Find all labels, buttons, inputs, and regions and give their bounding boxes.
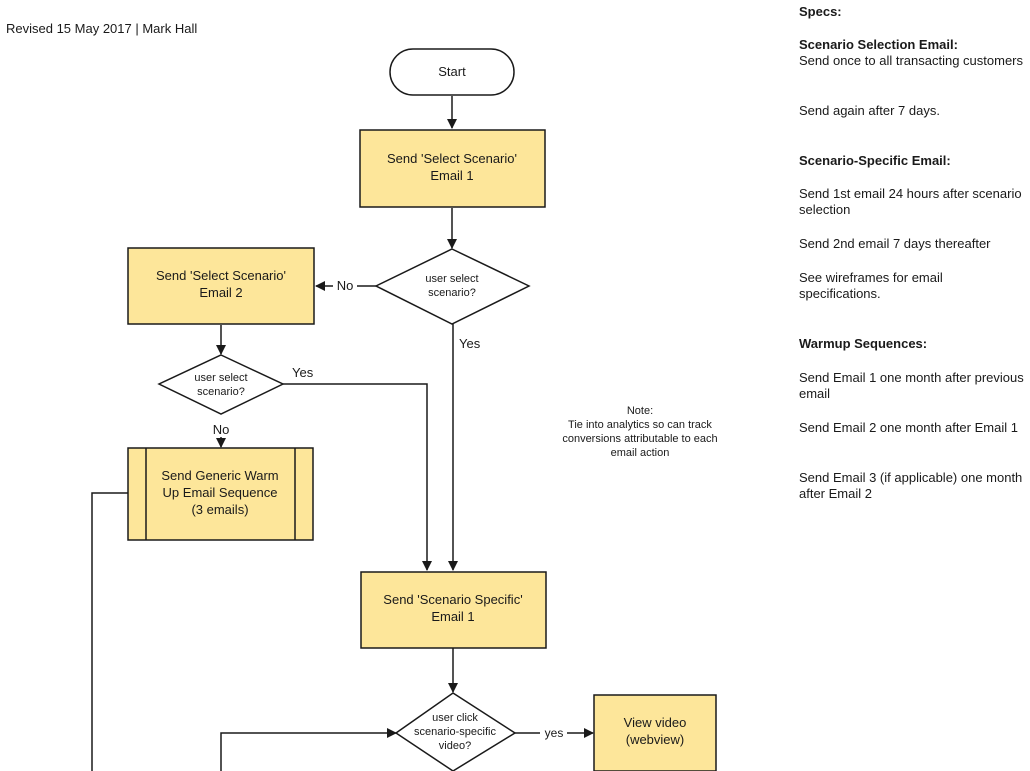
generic-warmup-box (127, 447, 314, 541)
note-title: Note: (626, 405, 654, 417)
start-label: Start (438, 64, 466, 79)
label-yes-2: Yes (292, 365, 314, 380)
start-terminator (389, 48, 515, 96)
decision-3-line-3: video? (439, 740, 471, 752)
specific-email-p2: Send 2nd email 7 days thereafter (799, 236, 991, 251)
warmup-heading: Warmup Sequences: (799, 336, 928, 351)
generic-warmup-line-2: Up Email Sequence (163, 485, 278, 500)
generic-warmup-line-3: (3 emails) (191, 502, 248, 517)
specific-email-p1: Send 1st email 24 hours after scenario s… (799, 186, 1022, 217)
decision-user-select-scenario-2 (157, 354, 285, 415)
select-scenario-email-1-box (359, 129, 546, 208)
view-video-box (593, 694, 717, 771)
scenario-specific-email-1-box (360, 571, 547, 649)
specific-email-p3: See wireframes for email specifications. (799, 270, 943, 301)
decision-1-line-1: user select (425, 273, 478, 285)
selection-email-p2: Send again after 7 days. (799, 103, 940, 118)
warmup-p2: Send Email 2 one month after Email 1 (799, 420, 1018, 435)
label-no-2: No (213, 422, 230, 437)
selection-email-p1: Send once to all transacting customers (799, 53, 1024, 68)
decision-2-line-1: user select (194, 372, 247, 384)
select-scenario-email-1-line-2: Email 1 (430, 168, 473, 183)
revision-note: Revised 15 May 2017 | Mark Hall (6, 21, 198, 36)
scenario-specific-email-1-line-2: Email 1 (431, 609, 474, 624)
select-scenario-email-1-line-1: Send 'Select Scenario' (387, 151, 517, 166)
label-yes-3: yes (545, 726, 564, 740)
selection-email-heading: Scenario Selection Email: (799, 37, 958, 52)
decision-2-line-2: scenario? (197, 386, 245, 398)
label-yes-1: Yes (459, 336, 481, 351)
label-no-1: No (337, 278, 354, 293)
decision-1-line-2: scenario? (428, 287, 476, 299)
select-scenario-email-2-line-2: Email 2 (199, 285, 242, 300)
decision-user-select-scenario-1 (374, 248, 531, 325)
view-video-line-2: (webview) (626, 732, 685, 747)
specs-heading: Specs: (799, 4, 842, 19)
select-scenario-email-2-line-1: Send 'Select Scenario' (156, 268, 286, 283)
decision-3-line-1: user click (432, 712, 478, 724)
note-body: Tie into analytics so can track conversi… (562, 419, 718, 459)
view-video-line-1: View video (624, 715, 687, 730)
connectors (91, 96, 594, 771)
decision-user-click-video (394, 692, 517, 771)
warmup-p1: Send Email 1 one month after previous em… (799, 370, 1024, 401)
specific-email-heading: Scenario-Specific Email: (799, 153, 951, 168)
generic-warmup-line-1: Send Generic Warm (161, 468, 278, 483)
select-scenario-email-2-box (127, 247, 315, 325)
analytics-note: Note: Tie into analytics so can track co… (548, 404, 732, 460)
scenario-specific-email-1-line-1: Send 'Scenario Specific' (383, 592, 522, 607)
warmup-p3: Send Email 3 (if applicable) one month a… (799, 470, 1023, 501)
decision-3-line-2: scenario-specific (414, 726, 496, 738)
